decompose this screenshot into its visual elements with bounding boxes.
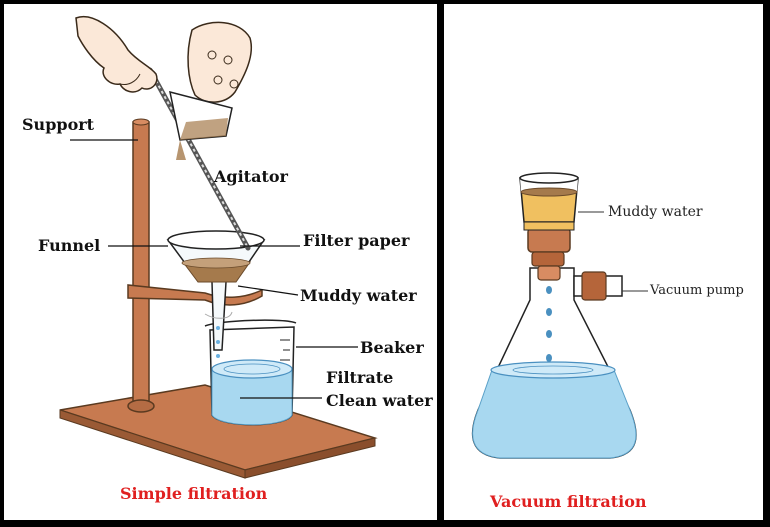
filtrate-drops: [216, 326, 220, 358]
muddy-water-leader-line: [237, 285, 299, 296]
beaker: [204, 319, 297, 426]
support-rod: [127, 118, 155, 413]
label-funnel: Funnel: [38, 236, 101, 255]
label-filter-paper: Filter paper: [303, 231, 410, 250]
stopper: [527, 227, 571, 281]
filter-cup: [519, 172, 579, 231]
label-muddy-water: Muddy water: [300, 286, 417, 305]
label-filtrate: Filtrate: [326, 368, 394, 387]
right-hand-with-beaker: [169, 21, 252, 160]
label-vacuum-pump: Vacuum pump: [650, 283, 744, 298]
label-vacuum-muddy-water: Muddy water: [608, 204, 703, 220]
agitator-rod: [147, 67, 251, 251]
left-hand: [75, 16, 158, 93]
vacuum-drops: [546, 286, 552, 362]
label-clean-water: Clean water: [326, 391, 433, 410]
caption-simple-filtration: Simple filtration: [120, 484, 268, 503]
label-agitator: Agitator: [214, 167, 288, 186]
caption-vacuum-filtration: Vacuum filtration: [490, 492, 647, 511]
vacuum-flask: [471, 267, 637, 459]
label-beaker: Beaker: [360, 338, 424, 357]
label-support: Support: [22, 115, 95, 134]
side-arm: [573, 271, 623, 301]
